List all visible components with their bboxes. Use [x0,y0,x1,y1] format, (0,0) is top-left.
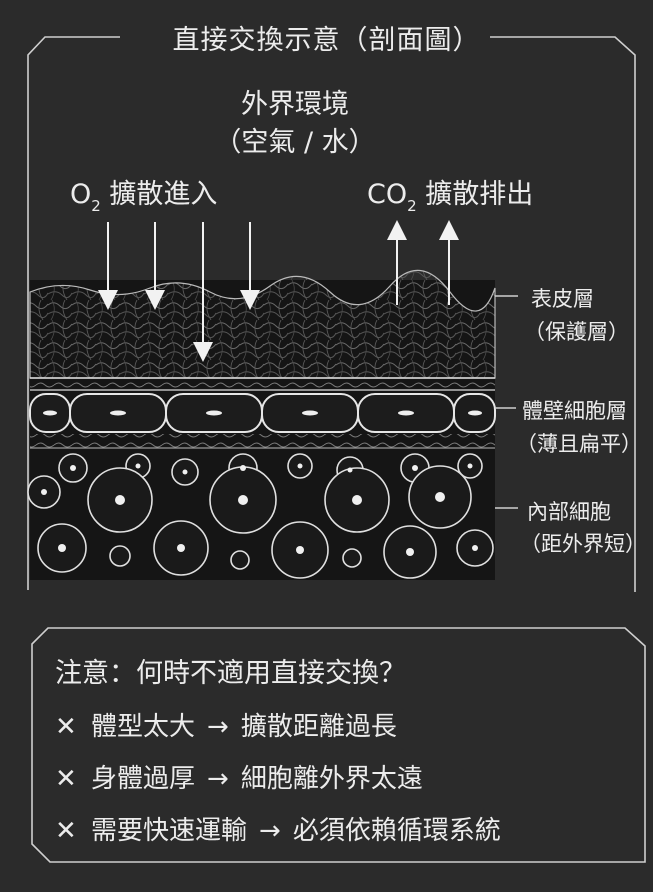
layer-epidermis-note: （保護層） [524,316,629,346]
arrow-right-icon: → [207,764,229,794]
layer-wall-note: （薄且扁平） [516,428,642,458]
fiber-band [30,378,495,390]
environment-sublabel: （空氣 / 水） [0,120,590,159]
diagram-title: 直接交換示意（剖面圖） [0,18,653,57]
co2-diffusion-label: CO2 擴散排出 [367,172,533,211]
cross-icon: ✕ [55,816,91,846]
layer-wall-name: 體壁細胞層 [522,395,627,425]
notes-title: 注意：何時不適用直接交換？ [55,651,406,690]
note-item: ✕體型太大→擴散距離過長 [55,706,397,743]
label-connectors [495,296,518,508]
environment-label: 外界環境 [0,82,590,121]
note-item: ✕需要快速運輸→必須依賴循環系統 [55,810,501,847]
cross-icon: ✕ [55,764,91,794]
o2-diffusion-label: O2 擴散進入 [70,172,217,211]
layer-inner-note: （距外界短） [520,528,646,558]
layer-epidermis-name: 表皮層 [531,283,594,313]
cross-icon: ✕ [55,712,91,742]
layer-inner-name: 內部細胞 [527,496,611,526]
arrow-right-icon: → [207,712,229,742]
arrow-right-icon: → [259,816,281,846]
note-item: ✕身體過厚→細胞離外界太遠 [55,758,423,795]
